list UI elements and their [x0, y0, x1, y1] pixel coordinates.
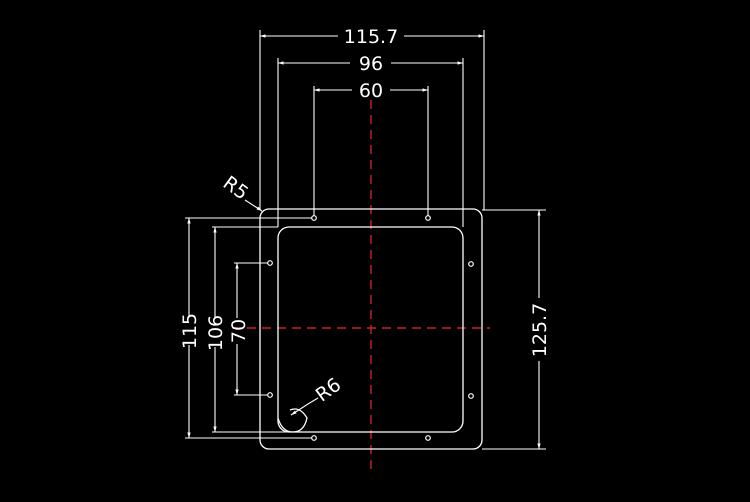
vertical-dimensions	[187, 210, 541, 449]
leader-radius-inner-tail	[307, 397, 319, 405]
relief-notch	[277, 408, 308, 433]
hole-left-top	[267, 260, 273, 266]
hole-top-left	[311, 215, 317, 221]
hole-right-top	[468, 261, 474, 267]
hole-bottom-left	[311, 435, 317, 441]
dim-height-overall: 115	[179, 313, 201, 349]
hole-top-right	[425, 215, 431, 221]
dim-height-right: 125.7	[529, 303, 551, 357]
dim-radius-outer: R5	[219, 172, 252, 205]
dim-width-inner: 60	[359, 80, 383, 102]
dim-height-mid: 106	[205, 315, 227, 351]
dim-width-mid: 96	[359, 53, 383, 75]
hole-right-bottom	[468, 393, 474, 399]
inner-cutout-outline	[277, 226, 464, 433]
leader-radius-outer	[244, 199, 263, 212]
hole-bottom-right	[425, 435, 431, 441]
plate	[259, 208, 483, 450]
radius-leaders	[244, 199, 319, 416]
extension-lines	[185, 30, 546, 450]
dim-height-inner: 70	[228, 319, 250, 343]
outer-plate-outline	[259, 208, 483, 450]
horizontal-dimensions	[260, 34, 484, 92]
hole-left-bottom	[267, 392, 273, 398]
leader-radius-inner	[290, 403, 309, 416]
dim-width-overall: 115.7	[344, 26, 398, 48]
center-lines	[232, 100, 490, 475]
dim-radius-inner: R6	[312, 374, 345, 407]
